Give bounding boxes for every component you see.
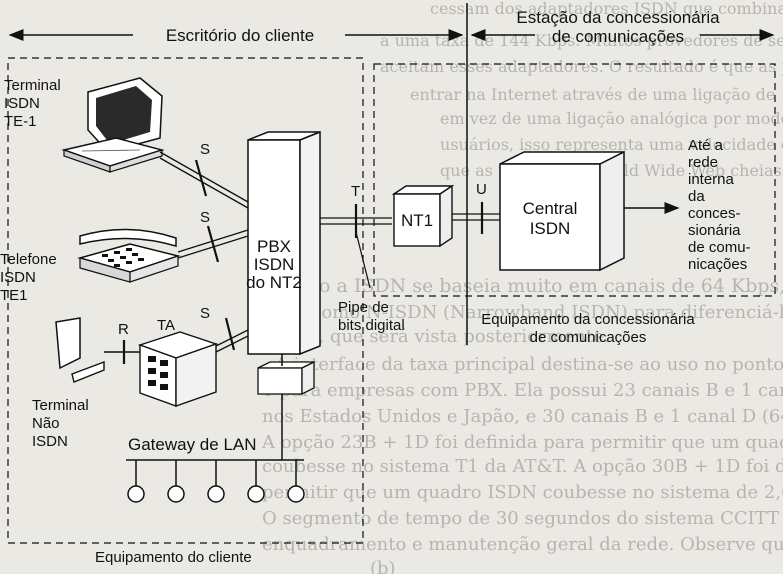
terminal-nao-isdn-line3: ISDN [32,433,68,450]
rede-line8: nicações [688,256,747,273]
bg-para-10: O segmento de tempo de 30 segundos do si… [262,508,783,529]
pipe-line2: bits digital [338,317,405,334]
link-phone-pbx [177,225,249,263]
bg-para-11: enquadramento e manutenção geral da rede… [262,534,783,555]
terminal-nao-isdn-line2: Não [32,415,60,432]
telefone-isdn-line2: ISDN [0,269,36,286]
bg-line-5: em vez de uma ligação analógica por mode… [440,109,783,128]
t-label: T [351,183,360,200]
central-line2: ISDN [530,219,571,238]
terminal-isdn-line2: ISDN [4,95,40,112]
central-isdn-box [499,150,625,272]
header-left-label: Escritório do cliente [166,26,314,45]
non-isdn-terminal-icon [55,317,105,383]
rede-line7: de comu- [688,239,751,256]
internal-network-label: Até a rede interna da conces- sionária d… [688,137,751,273]
pbx-line1: PBX [257,237,291,256]
bg-para-3: (ATM), que será vista posteriormente. [262,326,609,347]
lan-gateway-box [257,360,315,396]
bg-para-6: nos Estados Unidos e Japão, e 30 canais … [262,406,783,427]
pipe-leader-line [355,231,371,289]
nt1-box [391,184,455,248]
telephone-icon [77,228,181,283]
s-label-3: S [200,305,210,322]
telefone-isdn-line3: TE1 [0,287,28,304]
pbx-box [247,130,321,356]
central-line1: Central [523,199,578,218]
bg-figure-label: (b) [370,558,396,574]
computer-terminal-icon [61,77,165,173]
nt1-label: NT1 [401,211,433,230]
terminal-isdn-line3: TE-1 [4,113,37,130]
bg-line-6: usuários, isso representa uma velocidade… [440,135,783,154]
terminal-isdn-line1: Terminal [4,77,61,94]
equip-conc-line2: de comunicações [530,329,647,346]
u-label: U [476,181,487,198]
bg-line-3: aceitam esses adaptadores. O resultado é… [380,57,783,76]
lan-bus [126,394,305,503]
ta-adapter-icon [137,331,219,407]
r-label: R [118,321,129,338]
ta-label: TA [157,317,175,334]
bg-para-7: A opção 23B + 1D foi definida para permi… [261,432,783,453]
bg-para-2: a ela como N-ISDN (Narrowband ISDN) para… [262,302,783,323]
header-right-line1: Estação da concessionária [516,8,720,27]
equip-conc-line1: Equipamento da concessionária [481,311,695,328]
bg-para-8: coubesse no sistema T1 da AT&T. A opção … [262,456,783,477]
bg-line-4: entrar na Internet através de uma ligaçã… [410,85,783,104]
link-terminal-pbx [159,151,249,209]
bg-para-4: A interface da taxa principal destina-se… [274,354,783,375]
rede-line4: da [688,188,705,205]
rede-line3: interna [688,171,735,188]
header: Escritório do cliente Estação da concess… [8,8,775,46]
s-label-2: S [200,209,210,226]
bg-para-5: T para empresas com PBX. Ela possui 23 c… [262,380,783,401]
bg-para-9: permitir que um quadro ISDN coubesse no … [262,482,783,503]
pbx-line3: do NT2 [246,273,302,292]
header-right-line2: de comunicações [552,27,684,46]
bg-line-1: cessam dos adaptadores ISDN que combinam… [430,0,783,18]
rede-line1: Até a [688,137,724,154]
pipe-line1: Pipe de [338,299,389,316]
telefone-isdn-line1: Telefone [0,251,57,268]
gateway-lan-label: Gateway de LAN [128,435,257,454]
pbx-line2: ISDN [254,255,295,274]
rede-line2: rede [688,154,718,171]
carrier-equipment-box [373,63,776,297]
equip-cliente-label: Equipamento do cliente [95,549,252,566]
s-label-1: S [200,141,210,158]
terminal-nao-isdn-line1: Terminal [32,397,89,414]
link-nonisdn-ta [104,340,140,364]
link-nt1-central [452,202,500,234]
link-ta-pbx [215,317,249,353]
bg-para-1: Como a ISDN se baseia muito em canais de… [275,275,783,297]
rede-line5: conces- [688,205,741,222]
rede-line6: sionária [688,222,741,239]
